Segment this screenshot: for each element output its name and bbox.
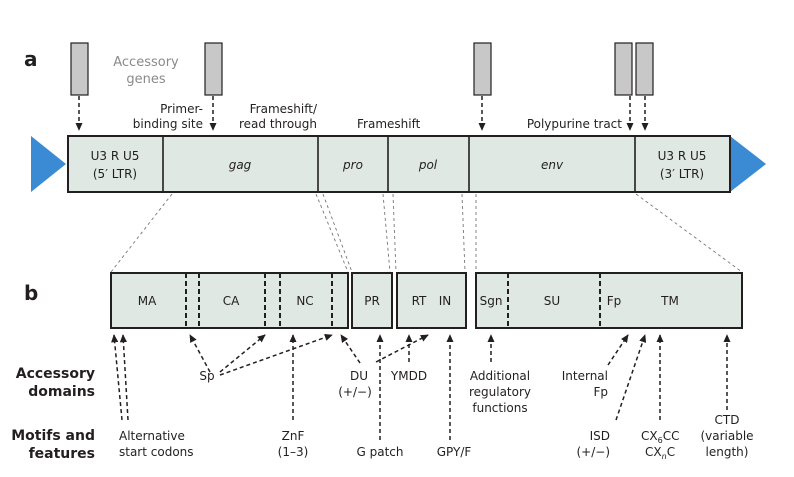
cx6cc-label: CX6CC	[641, 429, 679, 445]
connector-lines	[110, 193, 743, 273]
in-label: IN	[439, 294, 452, 308]
internal-fp-label-2: Fp	[593, 385, 608, 399]
ctd-label-3: length)	[706, 445, 749, 459]
du-label-1: DU	[350, 369, 368, 383]
accessory-gene-box	[204, 42, 223, 96]
accessory-genes	[70, 42, 654, 96]
ca-label: CA	[223, 294, 240, 308]
env-label: env	[541, 158, 564, 172]
pro-label: pro	[342, 158, 363, 172]
panel-a-label: a	[24, 47, 38, 71]
frameshift-readthrough-label-2: read through	[239, 117, 317, 131]
g-patch-label: G patch	[357, 445, 404, 459]
alt-start-label-1: Alternative	[119, 429, 185, 443]
primer-binding-label-1: Primer-	[160, 102, 203, 116]
alt-start-label-2: start codons	[119, 445, 194, 459]
cxnc-label: CXnC	[645, 445, 675, 461]
genome-box	[67, 135, 731, 193]
ymdd-label: YMDD	[390, 369, 427, 383]
ltr3-label-2: (3′ LTR)	[660, 167, 704, 181]
additional-label-1: Additional	[470, 369, 530, 383]
cxnc-prefix: CX	[645, 445, 662, 459]
accessory-gene-box	[614, 42, 633, 96]
sgn-label: Sgn	[480, 294, 503, 308]
cx6cc-suffix: CC	[663, 429, 680, 443]
sp-label: Sp	[199, 369, 214, 383]
isd-label-2: (+/−)	[576, 445, 610, 459]
isd-label-1: ISD	[590, 429, 610, 443]
frameshift-label: Frameshift	[357, 117, 421, 131]
du-label-2: (+/−)	[338, 385, 372, 399]
znf-label-2: (1–3)	[278, 445, 309, 459]
ltr3-label-1: U3 R U5	[658, 149, 707, 163]
pol-domain-box	[396, 272, 467, 329]
gag-label: gag	[229, 158, 252, 172]
internal-fp-label-1: Internal	[562, 369, 608, 383]
motifs-features-label-1: Motifs and	[11, 428, 95, 444]
nc-label: NC	[296, 294, 313, 308]
ltr5-label-2: (5′ LTR)	[93, 167, 137, 181]
accessory-domains-label-1: Accessory	[16, 366, 95, 382]
ctd-label-2: (variable	[700, 429, 753, 443]
rt-label: RT	[412, 294, 427, 308]
ltr5-label-1: U3 R U5	[91, 149, 140, 163]
fp-label: Fp	[607, 294, 622, 308]
primer-binding-label-2: binding site	[133, 117, 203, 131]
su-label: SU	[544, 294, 560, 308]
znf-label-1: ZnF	[282, 429, 305, 443]
motifs-features-label-2: features	[29, 446, 95, 462]
cx6cc-subscript: 6	[658, 436, 663, 445]
accessory-genes-label-2: genes	[126, 72, 165, 87]
ltr-arrow-right-icon	[730, 136, 766, 192]
gag-domain-box	[110, 272, 349, 329]
env-domain-box	[475, 272, 743, 329]
tm-label: TM	[660, 294, 679, 308]
accessory-gene-box	[70, 42, 89, 96]
ctd-label-1: CTD	[715, 413, 740, 427]
cxnc-suffix: C	[667, 445, 675, 459]
pol-label: pol	[418, 158, 438, 172]
accessory-genes-label-1: Accessory	[113, 55, 179, 70]
gpyf-label: GPY/F	[437, 445, 472, 459]
accessory-domains-label-2: domains	[28, 384, 95, 400]
panel-b-label: b	[24, 281, 38, 305]
ma-label: MA	[138, 294, 157, 308]
cx6cc-prefix: CX	[641, 429, 658, 443]
feature-arrows	[111, 334, 731, 440]
frameshift-readthrough-label-1: Frameshift/	[250, 102, 318, 116]
ltr-arrow-left-icon	[31, 136, 66, 192]
pr-domain-box	[351, 272, 393, 329]
cxnc-subscript: n	[662, 452, 667, 461]
accessory-gene-box	[473, 42, 492, 96]
additional-label-2: regulatory	[469, 385, 531, 399]
pr-label: PR	[364, 294, 380, 308]
accessory-gene-box	[635, 42, 654, 96]
additional-label-3: functions	[472, 401, 527, 415]
polypurine-tract-label: Polypurine tract	[527, 117, 622, 131]
